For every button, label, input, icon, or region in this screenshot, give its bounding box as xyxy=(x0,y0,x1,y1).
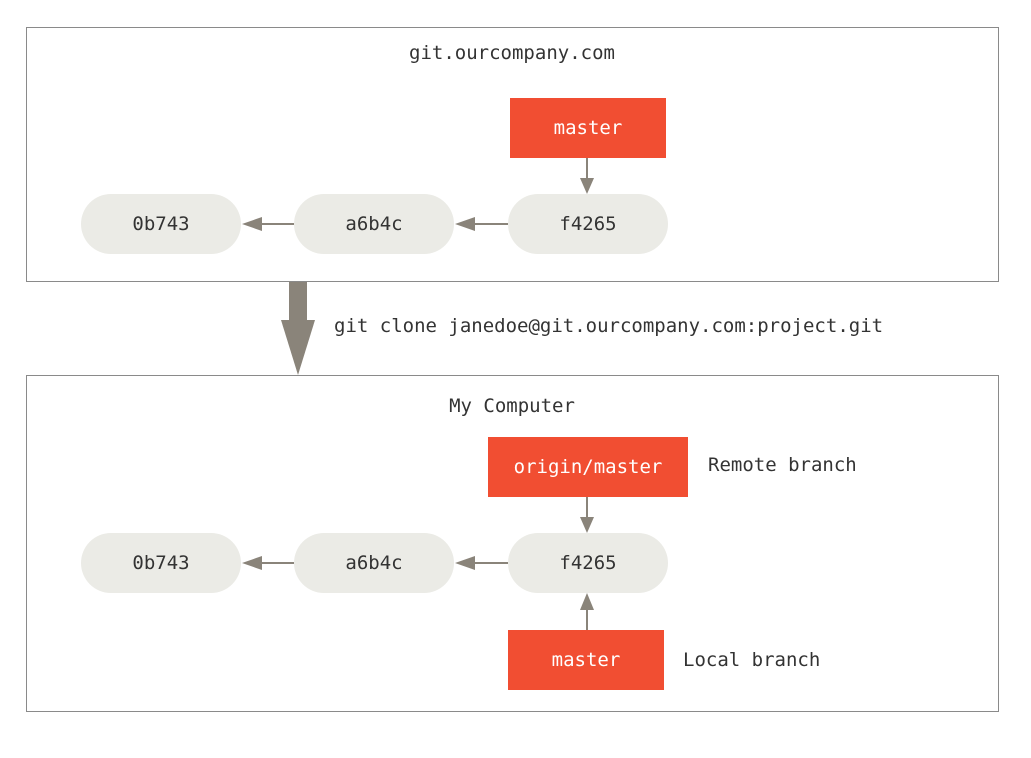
local-repo-title: My Computer xyxy=(449,395,575,417)
clone-command: git clone janedoe@git.ourcompany.com:pro… xyxy=(334,315,884,337)
local-commit-f4265: f4265 xyxy=(508,533,668,593)
remote-master-branch: master xyxy=(510,98,666,158)
remote-commit-0b743: 0b743 xyxy=(81,194,241,254)
clone-arrow xyxy=(281,282,315,375)
local-master-branch: master xyxy=(508,630,664,690)
remote-commit-f4265: f4265 xyxy=(508,194,668,254)
remote-repo-title: git.ourcompany.com xyxy=(409,42,615,64)
origin-master-branch: origin/master xyxy=(488,437,688,497)
local-branch-caption: Local branch xyxy=(683,649,821,671)
local-commit-a6b4c: a6b4c xyxy=(294,533,454,593)
remote-branch-caption: Remote branch xyxy=(708,454,857,476)
local-commit-0b743: 0b743 xyxy=(81,533,241,593)
remote-commit-a6b4c: a6b4c xyxy=(294,194,454,254)
